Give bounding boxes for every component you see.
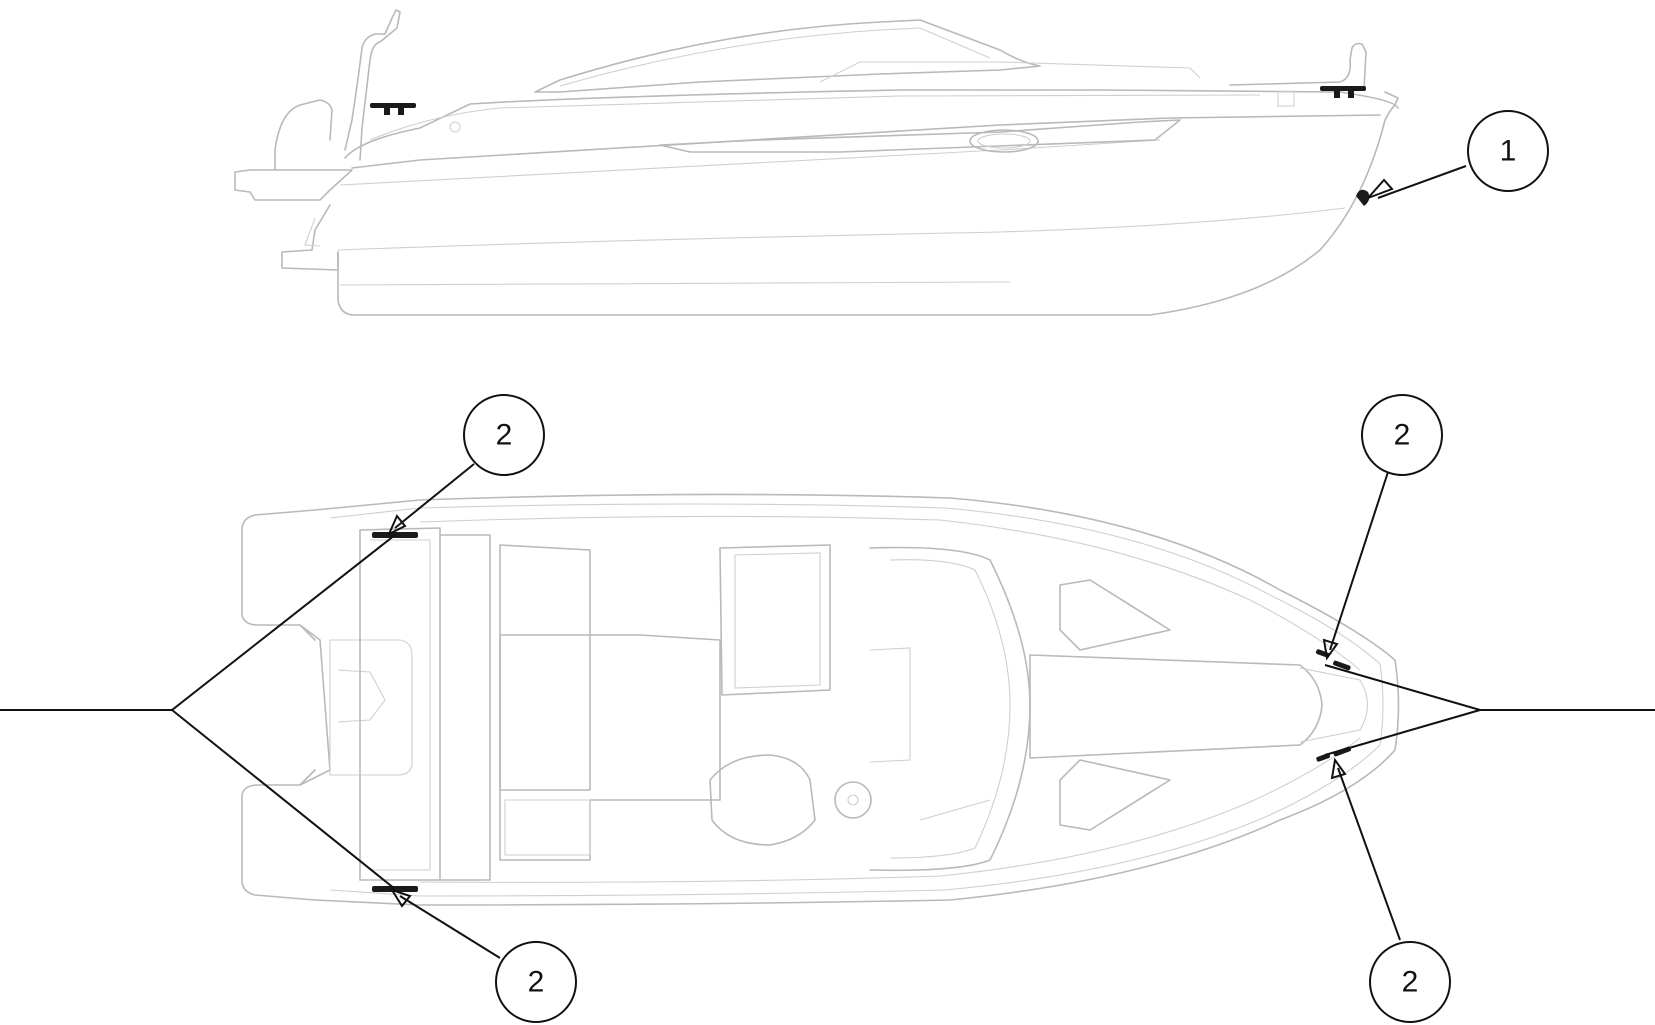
side-bow-rail	[1229, 42, 1367, 91]
top-aft-bench	[439, 534, 491, 881]
side-bow-hatch	[1277, 91, 1295, 107]
bow-eye-icon	[1356, 189, 1370, 206]
cleat-icon	[370, 103, 416, 115]
callout-number: 2	[1394, 419, 1411, 452]
side-sheer-line	[344, 89, 1399, 159]
leader-cleat-bow-port	[1329, 471, 1389, 651]
arrowhead	[386, 514, 407, 537]
top-cockpit-floor	[499, 634, 721, 861]
side-strake	[339, 281, 1010, 286]
callout-leaders	[386, 165, 1467, 959]
side-chine	[337, 207, 1346, 251]
cleat-icon	[1320, 86, 1366, 98]
side-deck-line	[369, 94, 1261, 141]
side-windshield-inner	[559, 27, 991, 87]
callout-number: 2	[496, 419, 513, 452]
top-rubrail-lower	[419, 737, 1361, 883]
side-porthole-inner	[977, 133, 1031, 149]
top-stern-tower	[299, 624, 331, 786]
top-engine-well	[337, 669, 386, 723]
callout-bow-eye: 1	[1467, 110, 1549, 192]
mooring-lines	[0, 534, 1655, 890]
leader-cleat-aft-starboard	[399, 895, 501, 959]
boat-top-view	[241, 493, 1400, 906]
side-engine-bracket	[304, 217, 321, 247]
top-side-locker	[869, 647, 911, 763]
side-swim-platform	[234, 169, 353, 201]
top-vent-starboard	[1059, 759, 1171, 831]
top-stern-tower-frame	[329, 639, 413, 776]
callout-number: 2	[1402, 966, 1419, 999]
arrowhead	[1367, 178, 1394, 199]
side-hull-stripe	[339, 139, 1161, 186]
top-steering-hub	[847, 794, 859, 806]
top-foredeck	[1029, 654, 1323, 759]
arrowhead	[1322, 638, 1339, 661]
top-helm-console-inner	[734, 552, 821, 689]
side-rubrail	[351, 114, 1381, 169]
leader-bow-eye	[1377, 165, 1467, 199]
top-swim-platform-port	[241, 509, 316, 641]
top-windshield-inner	[889, 559, 1011, 859]
top-windshield	[869, 546, 1031, 872]
side-transom	[281, 204, 339, 271]
callout-cleat-bow-starboard: 2	[1369, 941, 1451, 1023]
top-vent-port	[1059, 579, 1171, 651]
top-cockpit-floor-inner	[504, 799, 591, 856]
side-windshield	[534, 19, 1041, 93]
top-cockpit-seat	[499, 544, 591, 791]
top-helm-seat	[709, 754, 816, 846]
side-cabin-rail	[819, 61, 1201, 83]
top-anchor-locker	[1299, 667, 1369, 743]
side-radar-arch	[344, 9, 401, 161]
callout-number: 1	[1500, 135, 1517, 168]
top-transom	[359, 527, 441, 881]
callout-number: 2	[528, 966, 545, 999]
top-transom-seat	[370, 539, 431, 871]
stern-mooring-line	[0, 534, 396, 890]
top-steering-wheel	[834, 781, 872, 819]
side-hull-outline	[337, 91, 1399, 316]
side-window-stripe	[659, 119, 1181, 153]
callout-cleat-aft-port: 2	[463, 394, 545, 476]
top-hull-outline	[314, 493, 1400, 906]
top-hull-outline-inner	[329, 503, 1384, 897]
top-helm-console	[719, 544, 831, 696]
side-vent	[449, 121, 461, 133]
arrowhead	[389, 888, 412, 908]
boat-side-view	[234, 9, 1399, 316]
arrowhead	[1330, 757, 1347, 780]
side-porthole	[969, 129, 1039, 153]
callout-cleat-aft-starboard: 2	[495, 941, 577, 1023]
top-rubrail-upper	[419, 515, 1361, 671]
callout-cleat-bow-port: 2	[1361, 394, 1443, 476]
leader-cleat-aft-port	[394, 463, 475, 529]
top-swim-platform-starboard	[241, 769, 316, 901]
top-footrest	[919, 799, 991, 821]
bow-mooring-line	[1324, 664, 1655, 756]
side-aft-rail	[274, 99, 333, 171]
leader-cleat-bow-starboard	[1337, 767, 1401, 941]
